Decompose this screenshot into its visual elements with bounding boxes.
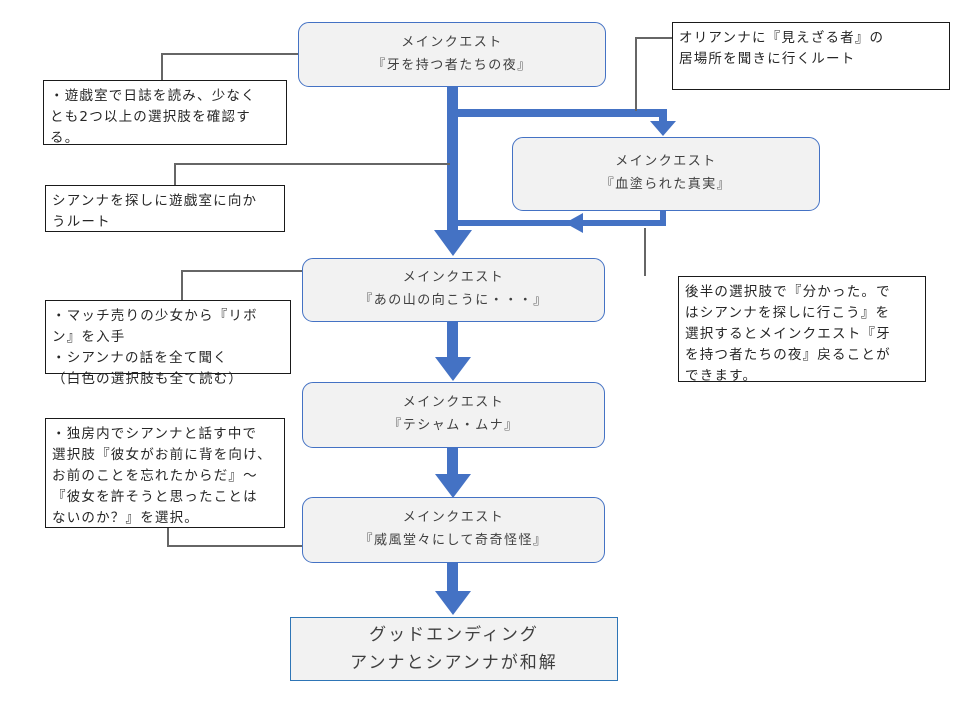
quest-title: 『威風堂々にして奇奇怪怪』 bbox=[359, 533, 548, 548]
quest-label: メインクエスト bbox=[402, 270, 505, 286]
quest-title: 『テシャム・ムナ』 bbox=[388, 418, 519, 433]
note-cell-dialogue-choice: ・独房内でシアンナと話す中で 選択肢『彼女がお前に背を向け、 お前のことを忘れた… bbox=[45, 418, 285, 528]
quest-title: 『血塗られた真実』 bbox=[600, 177, 732, 192]
arrow-return-vertical bbox=[660, 211, 666, 226]
quest-title: 『牙を持つ者たちの夜』 bbox=[372, 57, 532, 73]
quest-label: メインクエスト bbox=[401, 34, 503, 50]
connector-match-vertical bbox=[181, 270, 183, 301]
ending-label: グッドエンディング bbox=[369, 624, 539, 645]
arrow-return-horizontal bbox=[452, 220, 666, 226]
arrow-branch-arrowhead bbox=[650, 121, 676, 136]
note-latter-choice-return: 後半の選択肢で『分かった。で はシアンナを探しに行こう』を 選択するとメインクエ… bbox=[678, 276, 926, 384]
quest-box-beyond-the-mountain: メインクエスト 『あの山の向こうに・・・』 bbox=[302, 258, 605, 322]
connector-playroom-horizontal bbox=[161, 53, 298, 55]
connector-orianna-vertical bbox=[635, 37, 637, 111]
arrow-q4-q5-arrowhead bbox=[435, 474, 471, 498]
quest-title: 『あの山の向こうに・・・』 bbox=[359, 293, 548, 308]
note-sianna-route: シアンナを探しに遊戯室に向か うルート bbox=[45, 185, 285, 232]
connector-latter-choice-vertical bbox=[644, 228, 646, 276]
note-orianna-route: オリアンナに『見えざる者』の 居場所を聞きに行くルート bbox=[672, 22, 950, 90]
connector-cell-horizontal bbox=[167, 545, 302, 547]
note-match-girl-ribbon: ・マッチ売りの少女から『リボ ン』を入手 ・シアンナの話を全て聞く （白色の選択… bbox=[45, 300, 291, 387]
connector-sianna-vertical bbox=[174, 163, 176, 185]
arrow-q3-q4 bbox=[447, 322, 458, 358]
ending-title: アンナとシアンナが和解 bbox=[350, 653, 558, 673]
connector-playroom-vertical bbox=[161, 53, 163, 81]
arrow-branch-horizontal bbox=[452, 109, 667, 117]
connector-cell-vertical bbox=[167, 528, 169, 547]
ending-box-good-ending: グッドエンディング アンナとシアンナが和解 bbox=[290, 617, 618, 681]
arrow-main-arrowhead bbox=[434, 230, 472, 256]
quest-box-night-of-fangs: メインクエスト 『牙を持つ者たちの夜』 bbox=[298, 22, 606, 87]
quest-label: メインクエスト bbox=[402, 510, 505, 526]
connector-orianna-horizontal bbox=[635, 37, 672, 39]
quest-box-blood-stained-truth: メインクエスト 『血塗られた真実』 bbox=[512, 137, 820, 211]
connector-match-horizontal bbox=[181, 270, 302, 272]
arrow-return-arrowhead bbox=[565, 213, 583, 233]
arrow-q5-ending-arrowhead bbox=[435, 591, 471, 615]
arrow-main-vertical bbox=[447, 86, 458, 230]
quest-label: メインクエスト bbox=[402, 395, 505, 411]
arrow-branch-vertical bbox=[659, 109, 667, 122]
note-playroom-journal: ・遊戯室で日誌を読み、少なく とも2つ以上の選択肢を確認する。 bbox=[43, 80, 287, 146]
arrow-q4-q5 bbox=[447, 448, 458, 475]
arrow-q5-ending bbox=[447, 563, 458, 592]
quest-label: メインクエスト bbox=[615, 154, 717, 170]
arrow-q3-q4-arrowhead bbox=[435, 357, 471, 381]
connector-sianna-horizontal bbox=[174, 163, 450, 165]
quest-box-pomp-and-strange-circumstance: メインクエスト 『威風堂々にして奇奇怪怪』 bbox=[302, 497, 605, 563]
quest-box-tesham-mutna: メインクエスト 『テシャム・ムナ』 bbox=[302, 382, 605, 448]
